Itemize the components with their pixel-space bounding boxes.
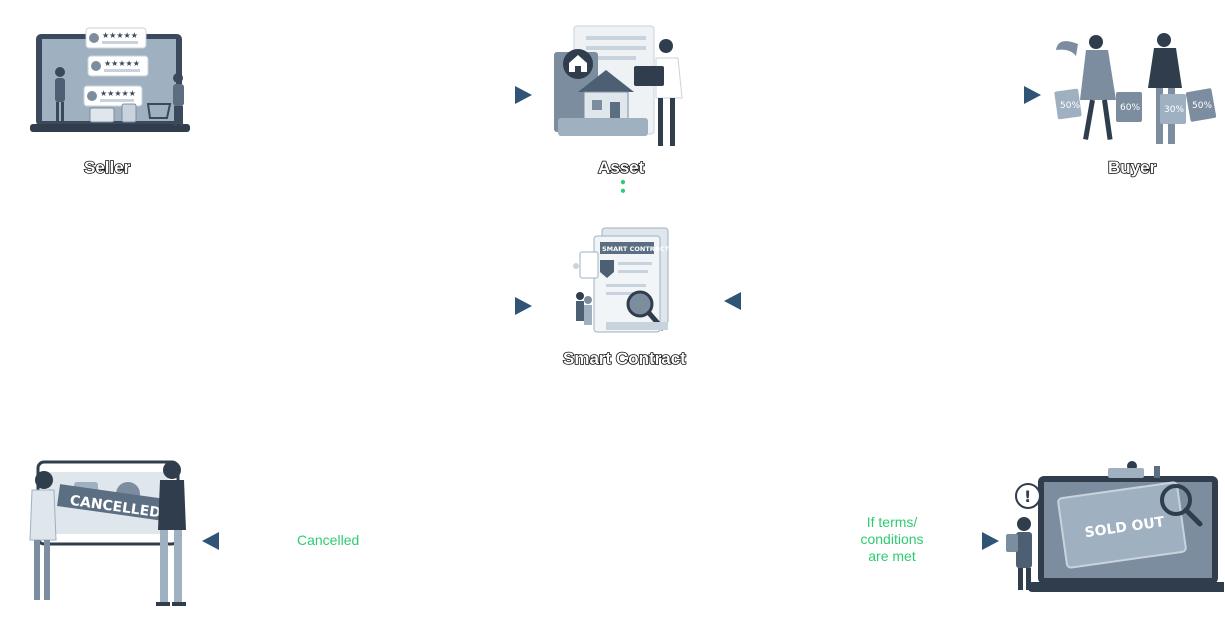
- arrowhead-to-sold-out: [982, 532, 999, 550]
- smart-contract-illustration: SMART CONTRACT: [573, 227, 670, 333]
- bag-tag-2: 60%: [1120, 103, 1140, 113]
- bag-tag-4: 50%: [1192, 101, 1212, 111]
- arrowhead-buyer-to-contract: [724, 292, 741, 310]
- arrowhead-to-asset: [515, 86, 532, 104]
- seller-label: Seller: [83, 157, 131, 178]
- svg-text:!: !: [1024, 487, 1031, 506]
- arrowhead-to-buyer: [1024, 86, 1041, 104]
- smart-contract-label: Smart Contract: [562, 348, 686, 369]
- condition-line-1: If terms/: [866, 514, 918, 530]
- arrowhead-to-cancelled: [202, 532, 219, 550]
- condition-line-3: are met: [868, 548, 916, 564]
- sold-out-illustration: SOLD OUT !: [1006, 461, 1224, 592]
- condition-label: If terms/ conditions are met: [848, 514, 936, 565]
- cancelled-label: Cancelled: [297, 532, 360, 548]
- seller-illustration: ★★★★★ ★★★★★ ★★★★★: [30, 27, 190, 132]
- svg-text:★★★★★: ★★★★★: [104, 59, 140, 68]
- svg-text:★★★★★: ★★★★★: [102, 31, 138, 40]
- asset-label: Asset: [597, 157, 645, 178]
- bag-tag-1: 50%: [1060, 101, 1080, 111]
- buyer-illustration: 50% 60% 30% 50%: [1054, 33, 1217, 144]
- contract-badge-text: SMART CONTRACT: [602, 245, 670, 253]
- asset-illustration: [554, 25, 683, 146]
- cancelled-illustration: CANCELLED: [29, 460, 186, 606]
- svg-text:★★★★★: ★★★★★: [100, 89, 136, 98]
- arrowhead-seller-to-contract: [515, 297, 532, 315]
- buyer-label: Buyer: [1107, 157, 1157, 178]
- condition-line-2: conditions: [860, 531, 924, 547]
- bag-tag-3: 30%: [1164, 105, 1184, 115]
